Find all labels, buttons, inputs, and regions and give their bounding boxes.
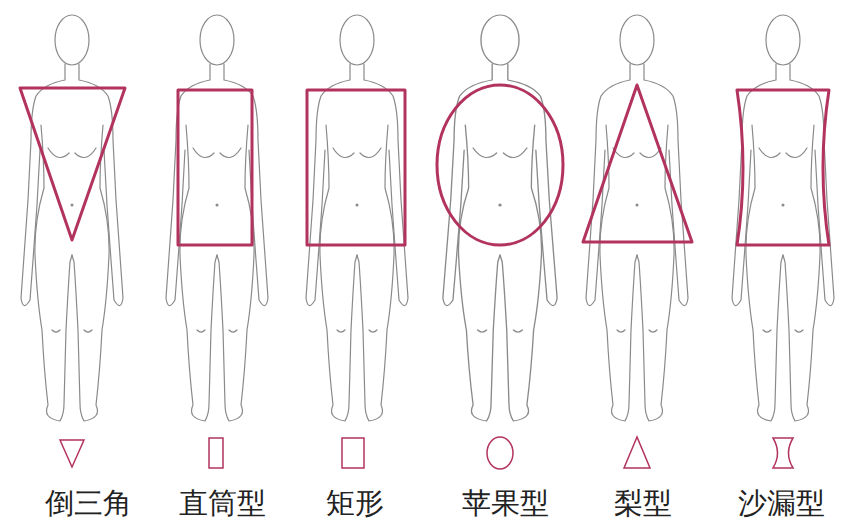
figure-outlines [21, 15, 834, 421]
shape-symbols [60, 437, 793, 469]
shape-name: 倒三角 [13, 486, 163, 520]
shape-name: 矩形 [280, 486, 430, 520]
shape-name: 苹果型 [430, 486, 580, 520]
shape-overlays [20, 85, 829, 245]
shape-name: 沙漏型 [706, 486, 856, 520]
shape-name: 梨型 [568, 486, 718, 520]
shape-name: 直筒型 [147, 486, 297, 520]
